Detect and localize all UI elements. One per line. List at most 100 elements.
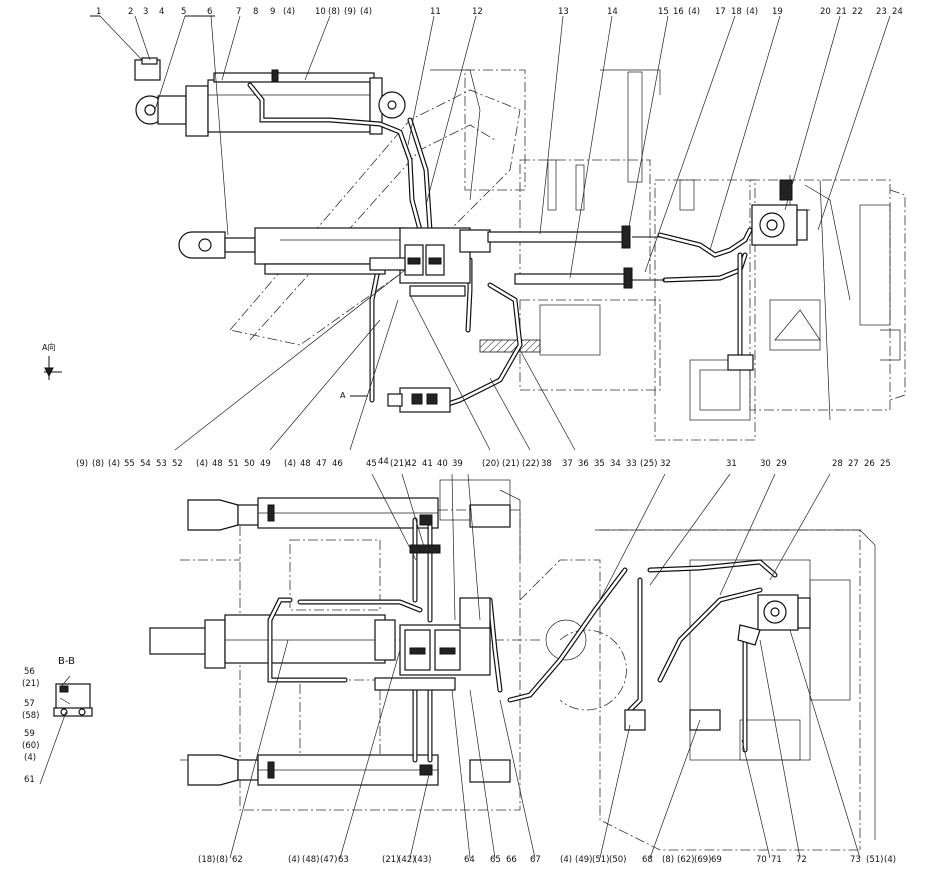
- lower-middle-cylinder: [149, 614, 396, 669]
- top-steel-pipes: [487, 225, 665, 289]
- a-section-mark: A: [340, 391, 346, 400]
- callout: (69): [694, 855, 711, 865]
- callout: 25: [880, 459, 891, 469]
- callout: (18): [198, 855, 215, 865]
- callout: (4): [283, 7, 295, 17]
- callout: (20): [482, 459, 499, 469]
- callout: 7: [236, 7, 241, 17]
- callout: (60): [22, 741, 39, 751]
- callout: (4): [884, 855, 896, 865]
- lower-lower-cylinder: [187, 754, 511, 786]
- callout: 50: [244, 459, 255, 469]
- callout: 26: [864, 459, 875, 469]
- callouts-lower-top: 45 44 (21) 42 41 40 39 32 31 30 29 28 27…: [366, 457, 891, 469]
- leader-lines: [39, 15, 891, 859]
- callout: (4): [284, 459, 296, 469]
- callout: 48: [212, 459, 223, 469]
- callout: 31: [726, 459, 737, 469]
- callout: 34: [610, 459, 621, 469]
- callout: (4): [288, 855, 300, 865]
- callout: (22): [522, 459, 539, 469]
- callout: (21): [22, 679, 39, 689]
- callout: 5: [181, 7, 186, 17]
- callout: 57: [24, 699, 35, 709]
- callout: 49: [260, 459, 271, 469]
- callout: 44: [378, 457, 389, 467]
- callout: 42: [406, 459, 417, 469]
- callout: 64: [464, 855, 475, 865]
- callout: 22: [852, 7, 863, 17]
- top-control-valve: [369, 227, 491, 297]
- callout: 48: [300, 459, 311, 469]
- callout: 52: [172, 459, 183, 469]
- callout: 15: [658, 7, 669, 17]
- callout: 18: [731, 7, 742, 17]
- callout: 12: [472, 7, 483, 17]
- callout: 62: [232, 855, 243, 865]
- callout: 24: [892, 7, 903, 17]
- callout: (8): [662, 855, 674, 865]
- callout: 28: [832, 459, 843, 469]
- top-pump: [727, 179, 808, 371]
- callout: (49): [575, 855, 592, 865]
- callout: 27: [848, 459, 859, 469]
- lower-hoses: [267, 517, 778, 763]
- callout: (62): [677, 855, 694, 865]
- callout: 51: [228, 459, 239, 469]
- callout: 69: [711, 855, 722, 865]
- callout: (4): [746, 7, 758, 17]
- callout: 41: [422, 459, 433, 469]
- callout: (21): [502, 459, 519, 469]
- callout: 6: [207, 7, 212, 17]
- callout: 3: [143, 7, 148, 17]
- callout: (50): [609, 855, 626, 865]
- callout: 16: [673, 7, 684, 17]
- top-view-chassis-outline: [229, 69, 906, 441]
- top-long-cylinder: [178, 227, 406, 275]
- lower-view-chassis-outline: [170, 479, 876, 851]
- callout: 30: [760, 459, 771, 469]
- callout: 2: [128, 7, 133, 17]
- callout: (43): [414, 855, 431, 865]
- callout: (51): [592, 855, 609, 865]
- callout: (48): [302, 855, 319, 865]
- callout: (21): [390, 459, 407, 469]
- callouts-bottom: (18) (8) 62 (4) (48) (47) 63 (21) (42) (…: [198, 855, 896, 865]
- callout: (9): [76, 459, 88, 469]
- callout: (58): [22, 711, 39, 721]
- callout: (51): [866, 855, 883, 865]
- callout: (4): [360, 7, 372, 17]
- callout: 47: [316, 459, 327, 469]
- callout: 33: [626, 459, 637, 469]
- callout: 21: [836, 7, 847, 17]
- callouts-section: 56 (21) 57 (58) 59 (60) (4) 61: [22, 667, 39, 785]
- callout: 45: [366, 459, 377, 469]
- callout: 4: [159, 7, 164, 17]
- callout: 35: [594, 459, 605, 469]
- callout: 29: [776, 459, 787, 469]
- callout: 68: [642, 855, 653, 865]
- callout: (47): [320, 855, 337, 865]
- callout: 71: [771, 855, 782, 865]
- callout: 40: [437, 459, 448, 469]
- callout: (25): [640, 459, 657, 469]
- callout: (9): [344, 7, 356, 17]
- callout: (4): [24, 753, 36, 763]
- callout: 61: [24, 775, 35, 785]
- section-b-b-label: B-B: [58, 656, 75, 667]
- callout: (4): [688, 7, 700, 17]
- callout: 10: [315, 7, 326, 17]
- a-view-marker: A向 A: [42, 342, 368, 400]
- callout: (21): [382, 855, 399, 865]
- callout: 72: [796, 855, 807, 865]
- callout: (4): [108, 459, 120, 469]
- section-b-b-detail: B-B: [53, 656, 93, 717]
- a-view-label: A向: [42, 342, 55, 352]
- lower-control-valve: [374, 514, 491, 776]
- callout: 67: [530, 855, 541, 865]
- lower-upper-cylinder: [187, 497, 511, 531]
- callout: 36: [578, 459, 589, 469]
- callout: 37: [562, 459, 573, 469]
- callouts-top: 1 2 3 4 5 6 7 8 9 (4) 10 (8) (9) (4) 11 …: [96, 7, 903, 17]
- callout: 56: [24, 667, 35, 677]
